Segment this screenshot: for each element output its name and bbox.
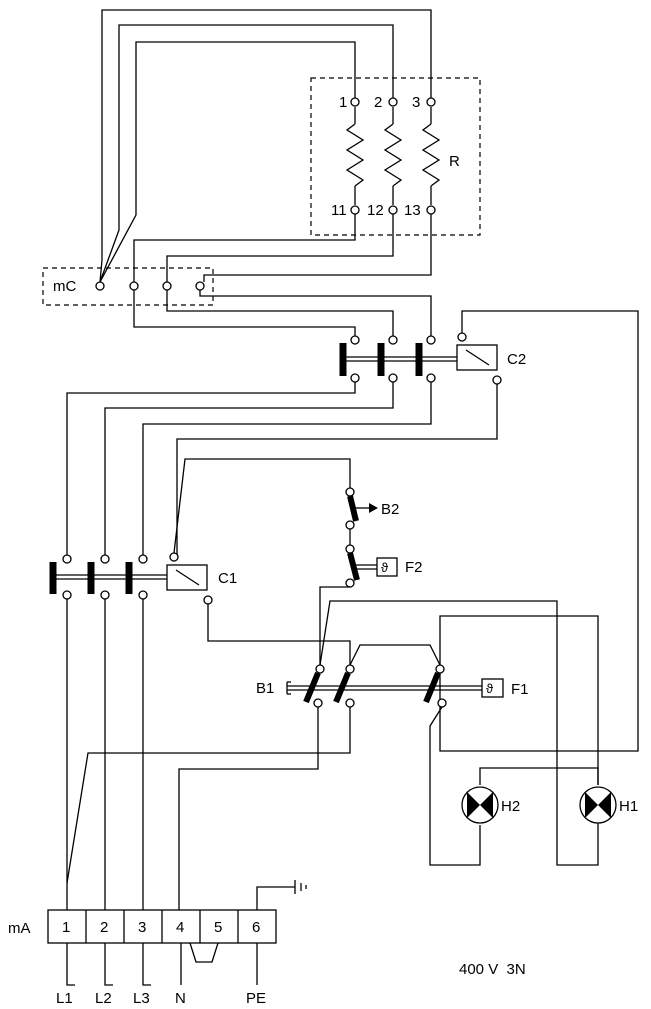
- contactor-c1: C1: [49, 552, 237, 605]
- wire-f1-to-h2: [429, 706, 481, 866]
- supply-line-l3: L3: [133, 990, 150, 1007]
- resistor-terminal-label-3: 3: [412, 94, 420, 111]
- resistor-element-2: [383, 107, 403, 205]
- wires-c1-to-terminal-block: [66, 599, 144, 910]
- svg-text:ϑ: ϑ: [381, 560, 389, 575]
- resistor-terminal-3: [426, 97, 436, 107]
- f1-label: F1: [511, 681, 529, 698]
- c1-label: C1: [218, 570, 237, 587]
- resistor-terminal-label-12: 12: [367, 202, 384, 219]
- lamp-h1: H1: [579, 786, 638, 824]
- wire-b1-to-n: [178, 707, 319, 883]
- c1-coil: [166, 564, 208, 591]
- contactor-c2: C2: [339, 332, 526, 385]
- resistor-block: 1 2 3 11 12 13 R: [310, 77, 481, 236]
- wire-c1-coil-to-b2: [173, 458, 351, 554]
- wire-c2-coil-to-h1: [439, 310, 639, 785]
- resistor-terminal-13: [426, 205, 436, 215]
- terminal-block: mA 1 2 3 4 5 6: [8, 909, 277, 944]
- supply-line-l1: L1: [56, 990, 73, 1007]
- microswitch-block: mC: [42, 267, 214, 306]
- microswitch-terminal-c: [195, 281, 205, 291]
- resistor-terminal-label-13: 13: [404, 202, 421, 219]
- terminal-3: 3: [138, 919, 146, 936]
- resistor-element-3: [421, 107, 441, 205]
- resistor-label: R: [449, 153, 460, 170]
- supply-line-pe: PE: [246, 990, 266, 1007]
- f2-thermo-icon: [376, 557, 398, 577]
- terminal-block-label: mA: [8, 920, 31, 937]
- resistor-terminal-label-11: 11: [331, 202, 347, 219]
- terminal-5: 5: [214, 919, 222, 936]
- microswitch-terminal-b: [162, 281, 172, 291]
- resistor-terminal-label-1: 1: [339, 94, 347, 111]
- terminal-1: 1: [62, 919, 70, 936]
- microswitch-terminal-a: [129, 281, 139, 291]
- wire-f2-to-b1: [319, 586, 350, 665]
- c2-coil: [456, 344, 498, 371]
- microswitch-common-terminal: [95, 281, 105, 291]
- h2-label: H2: [501, 798, 520, 815]
- f1-thermo-icon: [481, 678, 504, 698]
- wire-c1-coil-to-b1: [207, 604, 351, 665]
- thermostat-f1: ϑ F1: [481, 678, 529, 698]
- resistor-terminal-2: [388, 97, 398, 107]
- f2-label: F2: [405, 559, 423, 576]
- microswitch-label: mC: [53, 278, 76, 295]
- supply-line-l2: L2: [95, 990, 112, 1007]
- c2-label: C2: [507, 351, 526, 368]
- resistor-element-1: [345, 107, 365, 205]
- resistor-terminal-11: [350, 205, 360, 215]
- resistor-terminal-12: [388, 205, 398, 215]
- thermostat-f2: ϑ F2: [345, 544, 423, 588]
- wire-lamp-link: [479, 767, 599, 785]
- terminal-6: 6: [252, 919, 260, 936]
- switch-b2: B2: [345, 487, 399, 530]
- wires-microswitch-to-c2: [133, 290, 432, 336]
- resistor-enclosure: [310, 77, 481, 236]
- bridge-4-5: [189, 942, 219, 963]
- wires-resistor-to-microswitch: [99, 9, 432, 283]
- wire-b1-to-f1-bridge: [349, 644, 441, 666]
- resistor-terminal-label-2: 2: [374, 94, 382, 111]
- wire-b1-to-h1-return: [319, 600, 599, 866]
- resistor-terminal-1: [350, 97, 360, 107]
- ground-icon: [256, 880, 307, 910]
- terminal-2: 2: [100, 919, 108, 936]
- wires-c2-to-c1: [66, 382, 498, 555]
- supply-lines: L1 L2 L3 N PE: [56, 943, 266, 1007]
- b2-label: B2: [381, 501, 399, 518]
- supply-line-n: N: [175, 990, 186, 1007]
- microswitch-enclosure: [42, 267, 214, 306]
- terminal-4: 4: [176, 919, 184, 936]
- h1-label: H1: [619, 798, 638, 815]
- lamp-h2: H2: [461, 786, 520, 824]
- switch-b1: B1: [256, 664, 482, 708]
- wire-b1-to-l1: [66, 707, 351, 884]
- svg-text:ϑ: ϑ: [486, 681, 494, 696]
- b1-label: B1: [256, 680, 274, 697]
- supply-rating: 400 V 3N: [459, 961, 526, 978]
